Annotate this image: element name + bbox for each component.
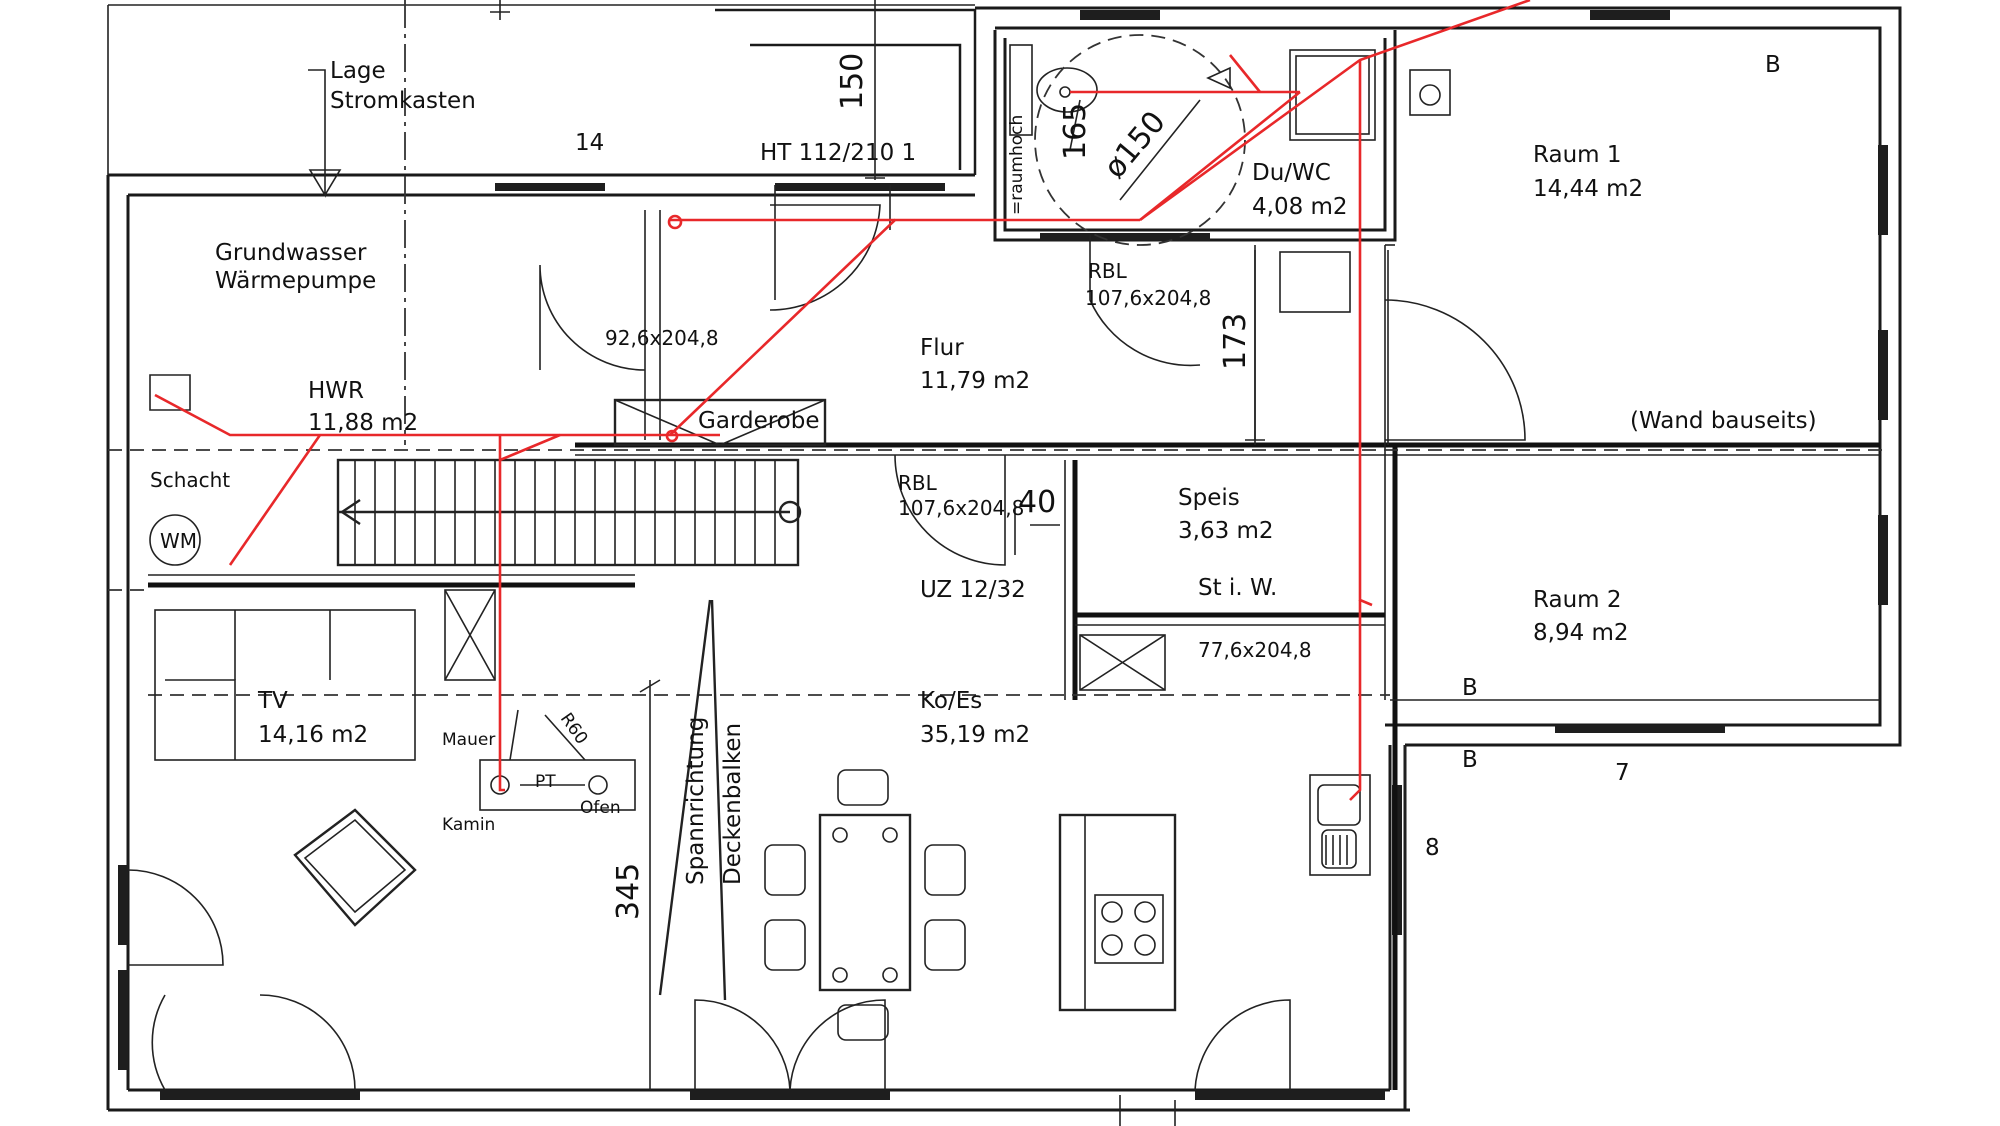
ht-label: HT 112/210 1 xyxy=(760,140,916,166)
speis-name: Speis xyxy=(1178,485,1240,511)
pipe-lines xyxy=(154,0,1531,801)
r60-label: R60 xyxy=(556,709,592,748)
schacht-label: Schacht xyxy=(150,468,230,492)
koes-area: 35,19 m2 xyxy=(920,722,1030,748)
lage-label: Lage xyxy=(330,58,386,84)
raum1-name: Raum 1 xyxy=(1533,142,1622,168)
raum2-name: Raum 2 xyxy=(1533,587,1622,613)
number-7: 7 xyxy=(1615,760,1630,786)
b-marker-low: B xyxy=(1462,747,1478,773)
stiw-label: St i. W. xyxy=(1198,575,1277,601)
raumhoch-label: =raumhoch xyxy=(1007,115,1027,215)
tv-area: 14,16 m2 xyxy=(258,722,368,748)
shower-tray xyxy=(1289,49,1376,141)
waermepumpe-label: Wärmepumpe xyxy=(215,268,376,294)
room-labels: Lage Stromkasten 14 HT 112/210 1 150 =ra… xyxy=(150,52,1817,920)
spannrichtung-label: Spannrichtung xyxy=(683,717,709,885)
outer-walls xyxy=(106,4,1902,1112)
doors xyxy=(127,185,1526,1091)
kitchen-sink xyxy=(1309,774,1371,876)
wand-bauseits-label: (Wand bauseits) xyxy=(1630,408,1817,434)
dim-40: 40 xyxy=(1018,485,1056,520)
door-926-label: 92,6x204,8 xyxy=(605,326,719,350)
sofa xyxy=(154,609,416,761)
number-8: 8 xyxy=(1425,835,1440,861)
interior-walls xyxy=(148,210,1880,1090)
ofen-label: Ofen xyxy=(580,798,621,818)
mauer-label: Mauer xyxy=(442,730,495,750)
speis-area: 3,63 m2 xyxy=(1178,518,1274,544)
duwc-area: 4,08 m2 xyxy=(1252,194,1348,220)
b-marker-mid: B xyxy=(1462,675,1478,701)
raum2-area: 8,94 m2 xyxy=(1533,620,1629,646)
hwr-area: 11,88 m2 xyxy=(308,410,418,436)
fixtures xyxy=(149,34,1451,1041)
hwr-name: HWR xyxy=(308,378,364,404)
grundwasser-label: Grundwasser xyxy=(215,240,367,266)
kitchen-island xyxy=(1058,813,1177,1012)
koes-name: Ko/Es xyxy=(920,688,982,714)
washing-machine-icon xyxy=(149,514,201,566)
dining-table xyxy=(818,813,912,992)
deckenbalken-label: Deckenbalken xyxy=(720,723,746,885)
rbl-top-label: RBL xyxy=(1088,259,1128,283)
garderobe-label: Garderobe xyxy=(698,408,820,434)
armchair xyxy=(293,808,417,927)
tv-name: TV xyxy=(257,688,288,714)
dim-173: 173 xyxy=(1218,313,1253,370)
flur-name: Flur xyxy=(920,335,964,361)
door-1076-mid-label: 107,6x204,8 xyxy=(898,496,1024,520)
kamin-label: Kamin xyxy=(442,815,495,835)
door-776-label: 77,6x204,8 xyxy=(1198,638,1312,662)
wm-label: WM xyxy=(160,529,197,553)
stromkasten-label: Stromkasten xyxy=(330,88,476,114)
raum1-area: 14,44 m2 xyxy=(1533,176,1643,202)
dimension-lines xyxy=(308,0,1265,1126)
uz-label: UZ 12/32 xyxy=(920,577,1026,603)
staircase xyxy=(336,458,802,567)
pt-label: PT xyxy=(535,772,556,792)
dashed-lines xyxy=(108,0,1890,696)
rbl-mid-label: RBL xyxy=(898,471,938,495)
dim-345: 345 xyxy=(611,863,646,920)
toilet xyxy=(1036,67,1098,113)
dim-165: 165 xyxy=(1058,103,1093,160)
number-14: 14 xyxy=(575,130,604,156)
dim-150: 150 xyxy=(835,53,870,110)
diameter-150: ø150 xyxy=(1097,105,1172,185)
duwc-name: Du/WC xyxy=(1252,160,1331,186)
desk-chair xyxy=(1279,251,1351,313)
b-marker-top: B xyxy=(1765,52,1781,78)
door-1076-top-label: 107,6x204,8 xyxy=(1085,286,1211,310)
flur-area: 11,79 m2 xyxy=(920,368,1030,394)
